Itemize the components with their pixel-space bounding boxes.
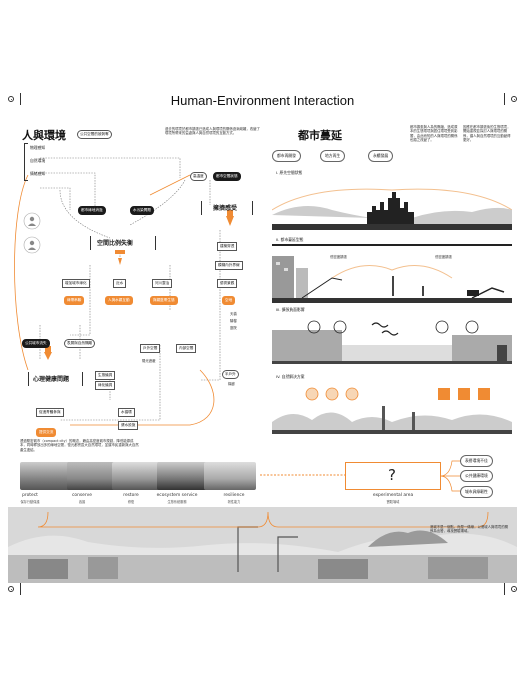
experimental-zh: 實驗場域 (386, 500, 400, 504)
node-r1: 建築穿透 (217, 242, 238, 251)
spread-annot-right: 低密度擴張 (435, 255, 452, 259)
left-heading: 人與環境 (22, 129, 66, 142)
node-eco: 生態議員 (95, 371, 116, 380)
senses-bracket (24, 143, 28, 181)
label-resilience-zh: 韌性能力 (227, 500, 241, 504)
negative-impact-row (272, 320, 512, 364)
node-loss-green: 都市綠地消逝 (78, 206, 106, 215)
node-water: 水污染問題 (130, 206, 154, 215)
skyline-original (272, 188, 512, 230)
label-restore-zh: 修復 (127, 500, 135, 504)
harbor-panorama (8, 507, 517, 583)
corner-marker (511, 586, 517, 592)
sense-nature: 自然環境 (30, 158, 46, 163)
node-r2: 模糊內外界線 (215, 261, 243, 270)
right-tag-regen: 地方再生 (320, 150, 346, 162)
left-intro: 過去的環境於都市擴張已造成人與環境的關係逐漸疏離，改變了環境所帶來的益處與人與自… (165, 127, 260, 136)
node-public-loss: 公共城市流失 (22, 339, 50, 348)
flow-arrow (260, 471, 350, 479)
corner-bar (504, 93, 505, 105)
node-heat: 高溫度 (190, 172, 207, 181)
node-green: 綠化議員 (95, 381, 116, 390)
label-protect: protect (22, 493, 38, 498)
people-icon (23, 212, 41, 254)
nature-solution-row (272, 387, 512, 434)
right-tag-redev: 都市再開發 (272, 150, 301, 162)
crowd-bracket (201, 201, 253, 215)
panorama-note: 港城不是一個點，而是一條線，以港城人與環境的關係為出發，尋找實驗場域。 (430, 525, 508, 534)
experimental-en: experimental area (372, 493, 414, 498)
node-water-sys: 水循環 (118, 408, 135, 417)
right-section-3-label: III. 擴張負面影響 (276, 307, 305, 312)
skyline-sprawl (272, 256, 512, 303)
node-sub3: 河川整治 (152, 279, 173, 288)
node-half: 半戶外 (222, 370, 239, 379)
node-r4: 空地 (222, 296, 236, 305)
node-o3: 與親藍帶生態 (150, 296, 178, 305)
label-resilience: resilience (223, 493, 245, 498)
node-hidden: 陽光遮蔽 (142, 359, 156, 363)
node-nature-dis: 表層與自然隔離 (64, 339, 96, 348)
node-corridor: 構廊 (228, 382, 235, 386)
right-section-1-label: I. 原先空間狀態 (276, 170, 303, 175)
label-protect-zh: 保存行動保護 (20, 500, 40, 504)
node-r5: 天橋 (230, 312, 237, 316)
photo-protect (20, 462, 72, 490)
mental-bracket (28, 372, 83, 386)
label-ecosystem: ecosystem service (156, 493, 198, 498)
sense-emotion: 情緒感知 (30, 171, 46, 176)
left-tag: 公共空間的被剝奪 (77, 130, 112, 139)
sense-physical: 物理感知 (30, 145, 46, 150)
label-conserve: conserve (72, 493, 92, 498)
left-diagram-connectors (14, 157, 234, 426)
right-intro-a: 都市擴張與人為的壓縮，造成原本的生態環境與居住環境受到影響，由此而知的人與環境的… (410, 125, 458, 142)
outcome-2: 公共健康環境 (460, 470, 493, 482)
right-heading: 都市蔓延 (298, 129, 342, 142)
node-o1: 綠帶串聯 (64, 296, 85, 305)
ratio-label: 空間比例失衡 (97, 240, 134, 247)
node-sub1: 增加城市綠化 (62, 279, 90, 288)
page-title: Human-Environment Interaction (170, 93, 355, 108)
node-community: 提供交流 (36, 428, 57, 437)
experimental-symbol: ? (388, 466, 396, 484)
photo-ecosystem (157, 462, 209, 490)
spread-annot-left: 低密度擴張 (330, 255, 347, 259)
right-intro-b: 因應在都市擴張後的生態環境，開始重視並探討人與環境的關係，讓人與自然環境的互動變… (463, 125, 511, 142)
corner-marker (8, 96, 14, 102)
bottom-note: 透過緊密城市（compact city）的概念，藉由高密度城市規劃，降低能源成本… (20, 439, 139, 452)
outcome-3: 城市具綠韌性 (460, 486, 493, 498)
spread-line (272, 244, 512, 246)
corner-bar (504, 583, 505, 595)
right-tag-sustain: 永續發展 (368, 150, 394, 162)
corner-marker (8, 586, 14, 592)
ratio-bracket (90, 236, 156, 250)
photo-resilience (204, 462, 256, 490)
node-o2: 人與水親互動 (105, 296, 133, 305)
node-r7: 庭院 (230, 326, 237, 330)
node-health-env: 健水設施 (118, 421, 139, 430)
corner-bar (20, 583, 21, 595)
node-promote: 促進青體參與 (36, 408, 64, 417)
label-conserve-zh: 養護 (78, 500, 86, 504)
node-urban-state: 都市空間狀態 (213, 172, 241, 181)
photo-restore (112, 462, 164, 490)
node-r3: 優秀景觀 (217, 279, 238, 288)
right-section-2-label: II. 都市蔓延型態 (276, 237, 304, 242)
mental-label: 心理健康問題 (33, 376, 70, 383)
right-section-4-label: IV. 自然解決方案 (276, 374, 305, 379)
node-outdoor: 戶外空間 (140, 344, 161, 353)
outcome-1: 表層環境不佳 (460, 455, 493, 467)
node-sub2: 近水 (113, 279, 127, 288)
photo-conserve (67, 462, 119, 490)
node-indoor: 內部空間 (176, 344, 197, 353)
corner-marker (511, 96, 517, 102)
corner-bar (20, 93, 21, 105)
label-ecosystem-zh: 生態系統服務 (167, 500, 187, 504)
label-restore: restore (123, 493, 139, 498)
node-r6: 騎樓 (230, 319, 237, 323)
crowd-label: 擁擠感受 (213, 205, 238, 212)
